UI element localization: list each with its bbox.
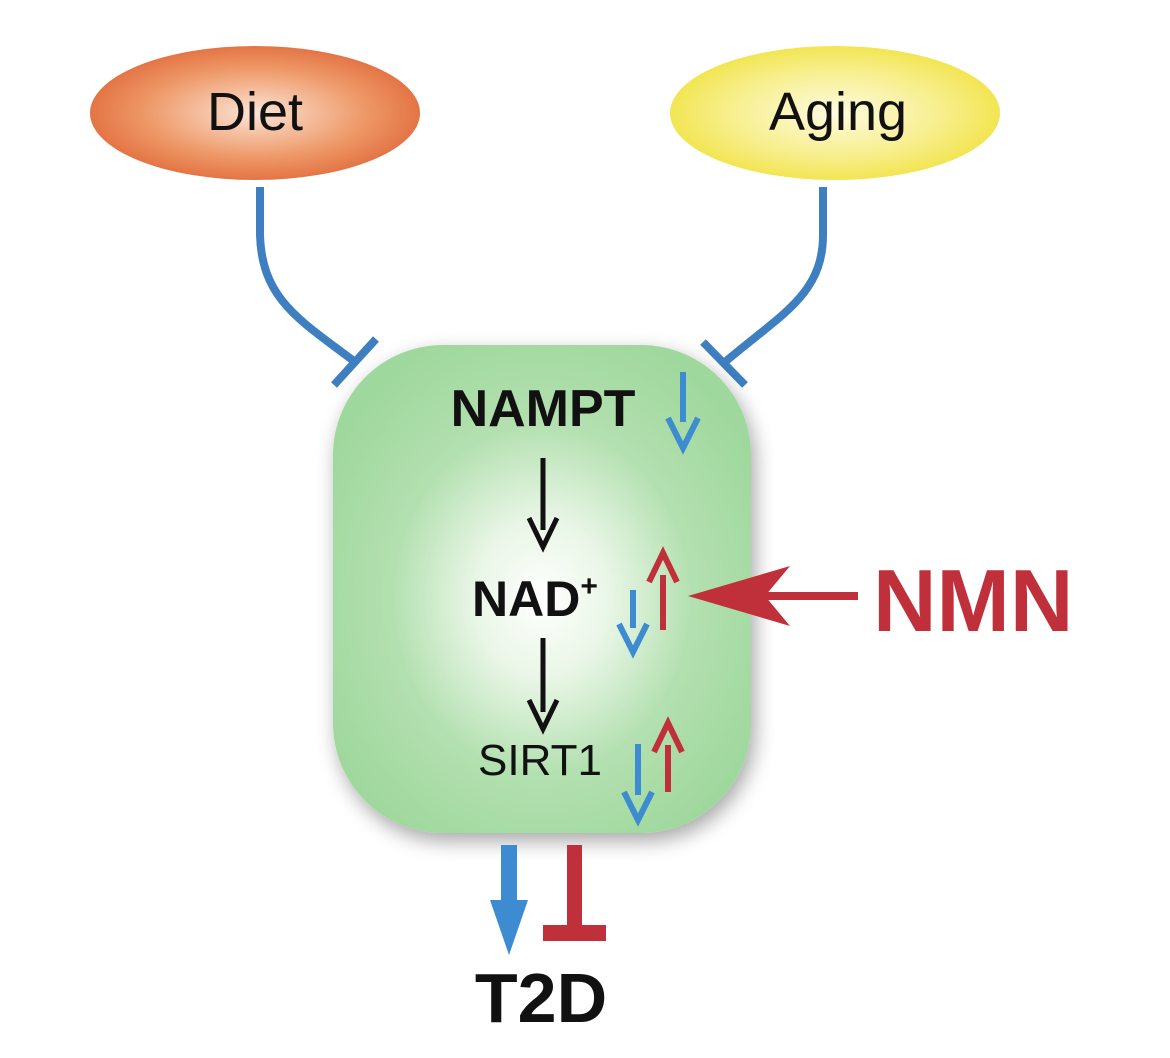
diet-node: Diet bbox=[90, 46, 420, 180]
aging-inhibit-bar bbox=[700, 339, 748, 388]
nampt-decrease-arrow bbox=[665, 372, 701, 455]
nampt-label: NAMPT bbox=[451, 380, 636, 438]
nad-to-sirt1-arrow bbox=[526, 638, 560, 735]
nad-decrease-arrow bbox=[616, 590, 650, 659]
diet-label: Diet bbox=[207, 82, 303, 142]
diet-ellipse bbox=[90, 46, 420, 180]
aging-inhibits-nampt bbox=[700, 187, 827, 388]
nad-label: NAD+ bbox=[472, 570, 598, 627]
cell-box bbox=[333, 345, 751, 833]
aging-node: Aging bbox=[670, 46, 1000, 180]
aging-inhibit-curve bbox=[722, 187, 827, 366]
aging-ellipse bbox=[670, 46, 1000, 180]
t2d-inhibit-marker bbox=[543, 845, 606, 941]
nmn-activates-nad-arrow bbox=[688, 566, 858, 626]
nmn-arrow-head bbox=[688, 566, 790, 626]
nad-text: NAD bbox=[472, 571, 580, 627]
sirt1-decrease-arrow bbox=[621, 744, 655, 827]
sirt1-increase-arrow bbox=[651, 716, 685, 792]
diet-inhibits-nampt bbox=[256, 187, 379, 388]
sirt1-label: SIRT1 bbox=[478, 736, 602, 785]
nampt-to-nad-arrow bbox=[526, 458, 560, 553]
nad-superscript: + bbox=[580, 570, 598, 603]
aging-label: Aging bbox=[769, 82, 907, 142]
diet-inhibit-curve bbox=[256, 187, 358, 366]
t2d-label: T2D bbox=[475, 959, 607, 1037]
diet-inhibit-bar bbox=[331, 336, 379, 388]
nad-increase-arrow bbox=[646, 546, 680, 630]
nmn-label: NMN bbox=[873, 551, 1073, 650]
t2d-increase-arrow bbox=[490, 845, 528, 955]
